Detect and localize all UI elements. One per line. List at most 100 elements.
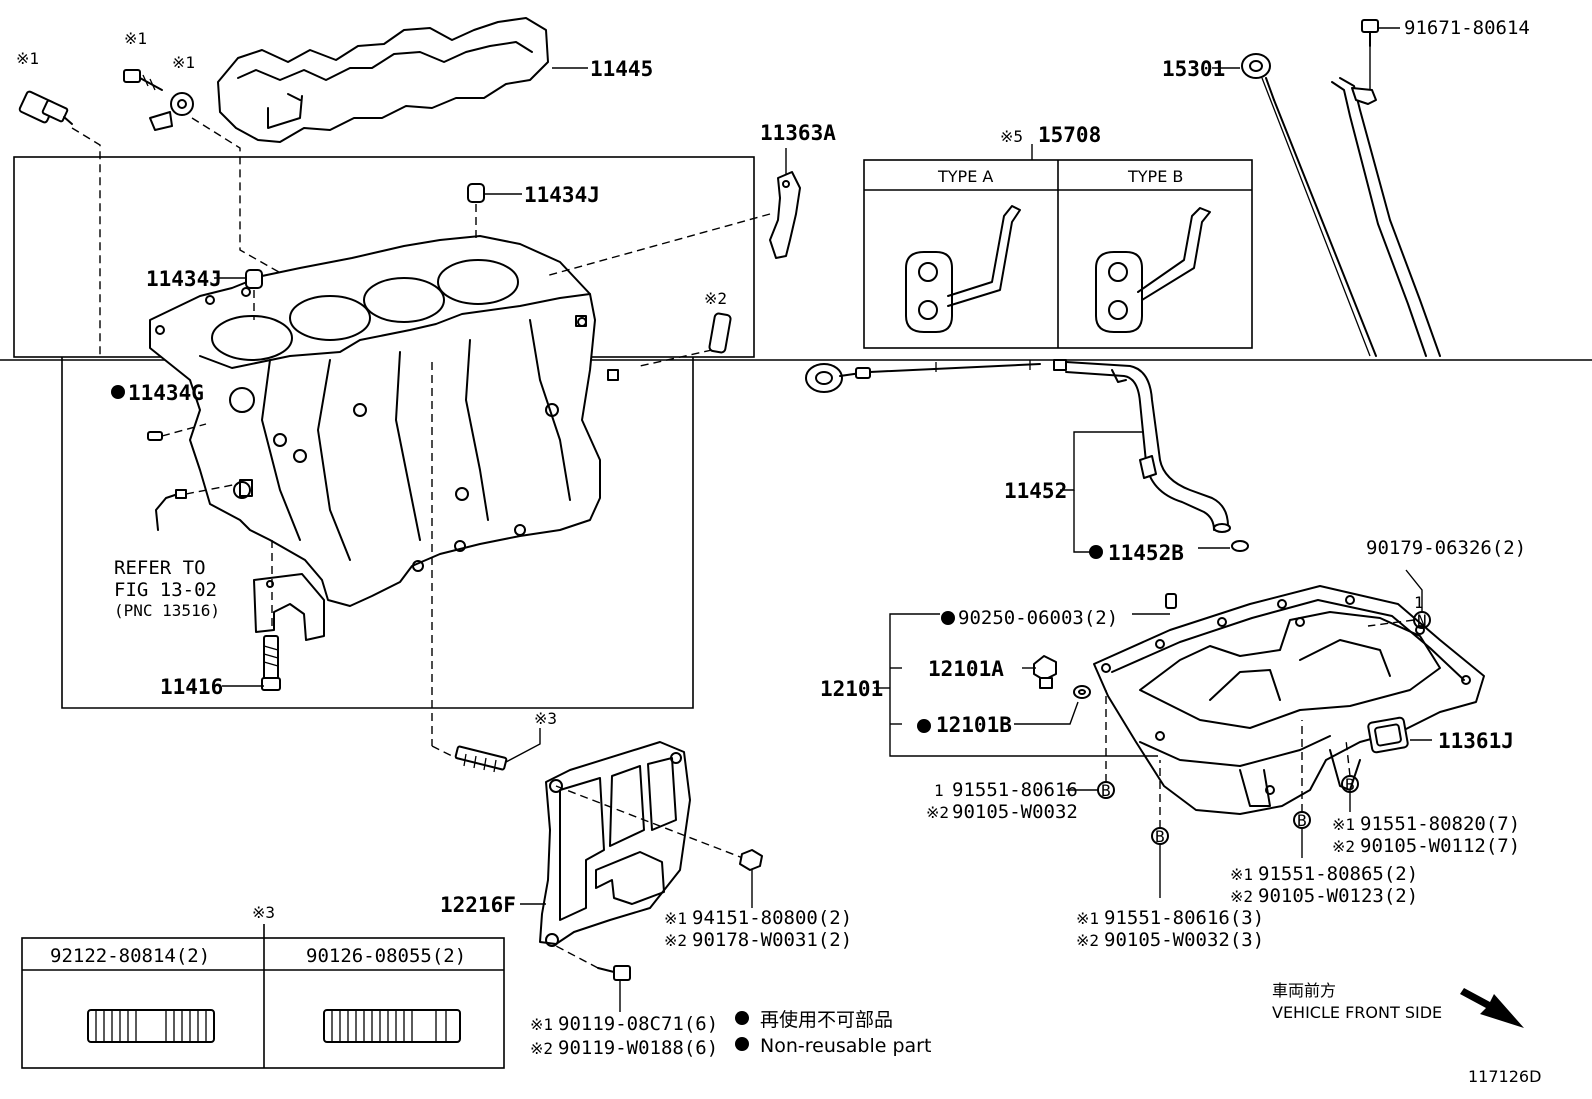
bolt-11416 bbox=[261, 540, 281, 691]
label-12216f: 12216F bbox=[440, 893, 516, 917]
pin-11434j-top bbox=[467, 183, 485, 242]
text-labels: ※1 ※1 ※1 11445 11363A 11434J 11434J ※2 1… bbox=[16, 17, 1541, 1086]
label-11445: 11445 bbox=[590, 57, 653, 81]
label-91551-80616-3: 91551-80616(3) bbox=[1104, 907, 1264, 929]
ref-mark: ※3 bbox=[534, 709, 557, 728]
label-type-b: TYPE B bbox=[1127, 167, 1183, 186]
ref-mark: 1 bbox=[934, 781, 944, 800]
ref-mark: 1 bbox=[1414, 593, 1424, 612]
pin-11434g bbox=[147, 423, 207, 441]
ref-mark: ※5 bbox=[1000, 127, 1023, 146]
vehicle-front-jp: 車両前方 bbox=[1272, 981, 1336, 1000]
stud-table bbox=[21, 924, 505, 1069]
vehicle-front-arrow-icon bbox=[1460, 988, 1524, 1028]
cylinder-block bbox=[149, 235, 601, 607]
label-90178: 90178-W0031(2) bbox=[692, 929, 852, 951]
stud-bolt bbox=[431, 362, 541, 773]
refer-line2: FIG 13-02 bbox=[114, 579, 217, 601]
label-90105-w0112: 90105-W0112(7) bbox=[1360, 835, 1520, 857]
bolt-12216f-right bbox=[739, 849, 763, 908]
legend-nonreusable-en: Non-reusable part bbox=[760, 1035, 931, 1057]
label-11434g: 11434G bbox=[128, 381, 204, 405]
part-11361j bbox=[1367, 716, 1432, 754]
pipe-refer bbox=[155, 483, 239, 531]
bolt-12216f-bottom bbox=[555, 945, 631, 1012]
ref-mark: ※1 bbox=[124, 29, 147, 48]
bolt-marker: B bbox=[1101, 781, 1111, 800]
nut-marker: N bbox=[1417, 611, 1427, 630]
refer-line1: REFER TO bbox=[114, 557, 206, 579]
label-type-a: TYPE A bbox=[937, 167, 993, 186]
label-90126: 90126-08055(2) bbox=[306, 945, 466, 967]
legend-nonreusable-jp: 再使用不可部品 bbox=[760, 1009, 893, 1031]
ref-mark: ※1 bbox=[16, 49, 39, 68]
guide-tube bbox=[1331, 19, 1441, 357]
label-90105-w0032: 90105-W0032 bbox=[952, 801, 1078, 823]
gasket-12101b bbox=[1014, 685, 1091, 725]
label-91551-80865: 91551-80865(2) bbox=[1258, 863, 1418, 885]
oil-pan-12101 bbox=[1093, 585, 1485, 815]
bolt-marker: B bbox=[1297, 811, 1307, 830]
plate-12216f bbox=[520, 741, 749, 947]
label-12101b: 12101B bbox=[936, 713, 1012, 737]
bearing-cap bbox=[253, 573, 325, 641]
label-11452: 11452 bbox=[1004, 479, 1067, 503]
leader-lines bbox=[214, 67, 588, 687]
drain-plug-12101a bbox=[1022, 655, 1057, 689]
b-markers bbox=[1066, 569, 1431, 898]
ref-mark: ※1 bbox=[1332, 815, 1355, 834]
label-12101a: 12101A bbox=[928, 657, 1004, 681]
label-11361j: 11361J bbox=[1438, 729, 1514, 753]
ref-mark: ※2 bbox=[1332, 837, 1355, 856]
nonreusable-markers bbox=[111, 385, 1103, 733]
pin-right bbox=[607, 312, 732, 381]
bolt-marker: B bbox=[1345, 775, 1355, 794]
label-15708: 15708 bbox=[1038, 123, 1101, 147]
bracket-11363a bbox=[545, 148, 801, 277]
bolt-top-left bbox=[123, 69, 163, 91]
refer-line3: (PNC 13516) bbox=[114, 601, 220, 620]
label-11452b: 11452B bbox=[1108, 541, 1184, 565]
label-90105-w0032-3: 90105-W0032(3) bbox=[1104, 929, 1264, 951]
label-91551-80616: 91551-80616 bbox=[952, 779, 1078, 801]
diagram-code: 117126D bbox=[1468, 1067, 1541, 1086]
ref-mark: ※2 bbox=[1230, 887, 1253, 906]
ref-mark: ※2 bbox=[664, 931, 687, 950]
label-92122: 92122-80814(2) bbox=[50, 945, 210, 967]
ref-mark: ※2 bbox=[926, 803, 949, 822]
dipstick-11452 bbox=[805, 359, 1249, 553]
label-11434j-top: 11434J bbox=[524, 183, 600, 207]
sensor-part bbox=[18, 90, 73, 125]
ref-mark: ※1 bbox=[664, 909, 687, 928]
dipstick-15301 bbox=[1212, 53, 1377, 357]
label-90119-08c71: 90119-08C71(6) bbox=[558, 1013, 718, 1035]
ref-mark: ※2 bbox=[704, 289, 727, 308]
label-11416: 11416 bbox=[160, 675, 223, 699]
bracket-12101 bbox=[874, 613, 1158, 757]
pin-11434j-left bbox=[245, 269, 263, 320]
ref-mark: ※1 bbox=[1076, 909, 1099, 928]
pin-90250 bbox=[1132, 593, 1177, 615]
dashed-guides-top-left bbox=[71, 117, 301, 357]
guide-types-box bbox=[863, 144, 1253, 349]
legend-bullets bbox=[735, 1011, 749, 1051]
label-91551-80820: 91551-80820(7) bbox=[1360, 813, 1520, 835]
label-91671: 91671-80614 bbox=[1404, 17, 1530, 39]
label-90250: 90250-06003(2) bbox=[958, 607, 1118, 629]
vehicle-front-en: VEHICLE FRONT SIDE bbox=[1272, 1003, 1442, 1022]
label-90179: 90179-06326(2) bbox=[1366, 537, 1526, 559]
ref-mark: ※1 bbox=[1230, 865, 1253, 884]
label-94151: 94151-80800(2) bbox=[692, 907, 852, 929]
ref-mark: ※2 bbox=[1076, 931, 1099, 950]
ref-mark: ※3 bbox=[252, 903, 275, 922]
ref-mark: ※2 bbox=[530, 1039, 553, 1058]
insulator-11445 bbox=[217, 17, 549, 143]
ref-mark: ※1 bbox=[530, 1015, 553, 1034]
label-11363a: 11363A bbox=[760, 121, 836, 145]
label-15301: 15301 bbox=[1162, 57, 1225, 81]
label-90119-w0188: 90119-W0188(6) bbox=[558, 1037, 718, 1059]
label-12101: 12101 bbox=[820, 677, 883, 701]
label-90105-w0123: 90105-W0123(2) bbox=[1258, 885, 1418, 907]
label-11434j-left: 11434J bbox=[146, 267, 222, 291]
